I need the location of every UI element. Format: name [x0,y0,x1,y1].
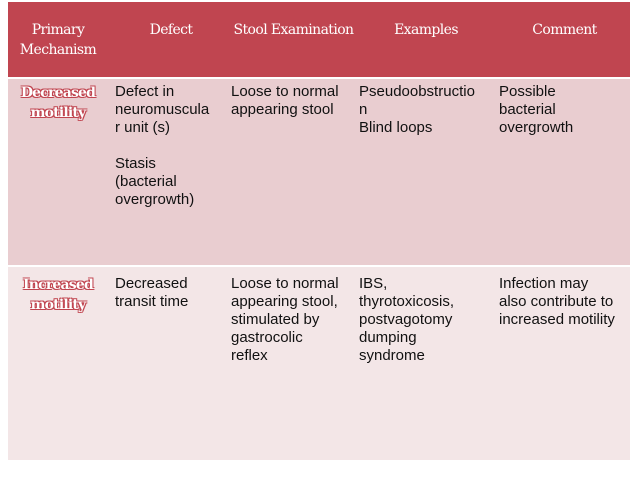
row-comment: Infection may also contribute to increas… [499,275,615,328]
row-stool: Loose to normal appearing stool [231,83,339,118]
table-row: Decreased motility Defect in neuromuscul… [8,79,630,267]
row-stool: Loose to normal appearing stool, stimula… [231,275,339,364]
mechanism-table: Primary Mechanism Defect Stool Examinati… [8,2,630,462]
row-examples: Pseudoobstructio n Blind loops [359,83,475,136]
row-examples: IBS, thyrotoxicosis, postvagotomy dumpin… [359,275,455,364]
row-defect: Decreased transit time [115,275,189,310]
header-comment: Comment [532,22,597,38]
header-stool: Stool Examination [233,22,355,38]
row-mechanism: Increased motility [23,277,94,313]
table-row: Increased motility Decreased transit tim… [8,267,630,462]
row-comment: Possible bacterial overgrowth [499,83,574,136]
table-header: Primary Mechanism Defect Stool Examinati… [8,2,630,79]
header-mechanism: Primary Mechanism [19,22,97,58]
row-defect: Defect in neuromuscula r unit (s) Stasis… [115,83,210,208]
header-defect: Defect [149,22,193,38]
header-examples: Examples [394,22,458,38]
row-mechanism: Decreased motility [20,85,96,121]
